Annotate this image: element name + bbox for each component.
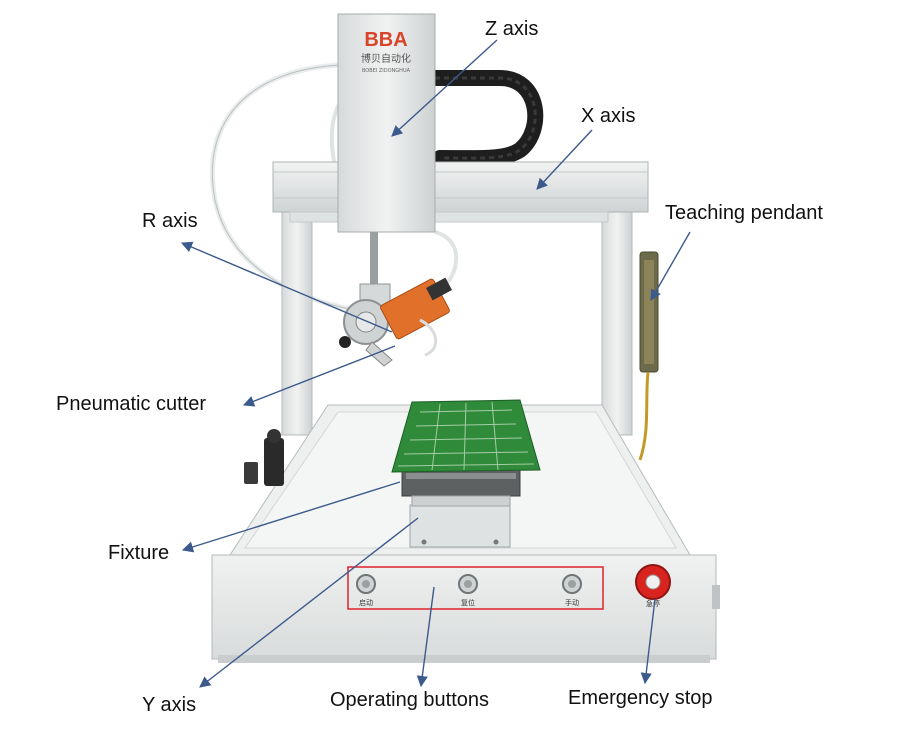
z-shaft (370, 232, 378, 287)
label-emergency-stop: Emergency stop (568, 687, 713, 709)
z-axis-housing (337, 13, 436, 233)
drag-chain (435, 76, 537, 160)
arrow-pneumatic-cutter (242, 345, 396, 407)
brand-logo: BBA (364, 29, 407, 51)
arrow-operating-buttons (416, 586, 435, 688)
label-y-axis: Y axis (142, 694, 197, 716)
arrow-x-axis (536, 129, 593, 190)
operating-buttons-highlight (347, 566, 604, 610)
brand-name-cn: 博贝自动化 (361, 52, 411, 65)
pressure-regulator (264, 438, 284, 486)
emergency-stop-label: 急停 (646, 599, 660, 608)
annotation-arrows (180, 39, 691, 688)
arrow-fixture (181, 481, 401, 553)
fixture-plate (409, 504, 511, 548)
reset-button-label: 复位 (461, 598, 475, 607)
label-operating-buttons: Operating buttons (330, 689, 489, 711)
arrow-z-axis (391, 39, 498, 137)
arrow-r-axis (180, 241, 393, 333)
label-z-axis: Z axis (485, 18, 539, 40)
arrow-y-axis (199, 517, 419, 688)
start-button-label: 启动 (359, 598, 373, 607)
label-r-axis: R axis (142, 210, 198, 232)
label-pneumatic-cutter: Pneumatic cutter (56, 393, 207, 415)
gantry-left-post (281, 204, 313, 436)
gantry-beam (272, 161, 649, 213)
arrow-teaching-pendant (650, 231, 691, 301)
base-front (211, 554, 717, 660)
manual-button-label: 手动 (565, 598, 579, 607)
label-teaching-pendant: Teaching pendant (665, 202, 823, 224)
label-x-axis: X axis (581, 105, 636, 127)
arrow-emergency-stop (640, 598, 656, 685)
label-fixture: Fixture (108, 542, 170, 564)
pendant-cable (638, 371, 650, 461)
gantry-right-post (601, 204, 633, 436)
brand-name-pinyin: BOBEI ZIDONGHUA (362, 68, 411, 74)
drag-chain (427, 70, 544, 167)
